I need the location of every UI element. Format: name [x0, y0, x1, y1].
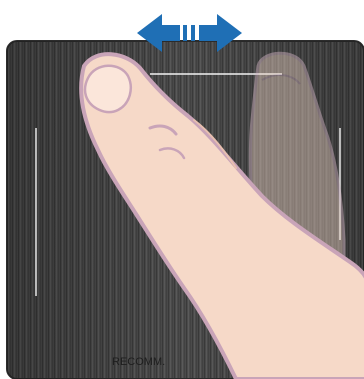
- recommend-label: RECOMM.: [112, 356, 165, 368]
